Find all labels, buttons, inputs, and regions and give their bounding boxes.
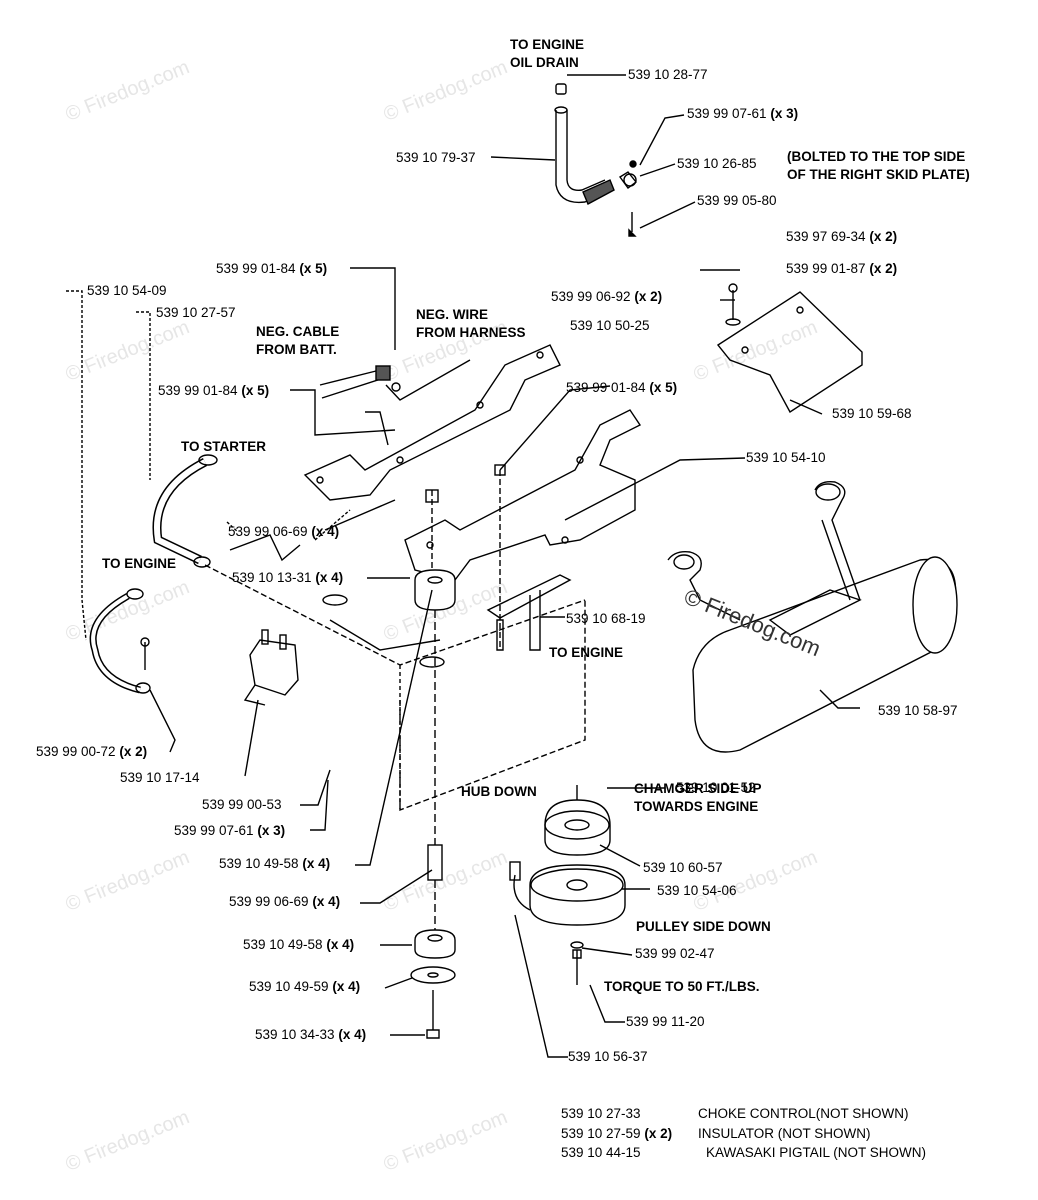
part-label-539-99-07-61: 539 99 07-61 (x 3) [174, 823, 286, 838]
part-label-539-10-50-25: 539 10 50-25 [570, 318, 650, 333]
heat-shield [716, 283, 863, 414]
part-label-539-10-34-33: 539 10 34-33 (x 4) [255, 1027, 367, 1042]
part-label-539-99-06-69: 539 99 06-69 (x 4) [228, 524, 340, 539]
part-label-539-10-49-58: 539 10 49-58 (x 4) [243, 937, 355, 952]
part-label-539-10-58-97: 539 10 58-97 [878, 703, 958, 718]
part-label-539-99-00-53: 539 99 00-53 [202, 797, 282, 812]
pto-clutch-hub [544, 785, 611, 856]
note-oil-drain-2: OIL DRAIN [510, 55, 579, 70]
note-pulley-side-down: PULLEY SIDE DOWN [636, 919, 771, 934]
electric-clutch [509, 861, 626, 926]
part-label-539-99-01-87: 539 99 01-87 (x 2) [786, 261, 898, 276]
part-label-539-10-01-52: 539 10 01-52 [676, 780, 756, 795]
isolator-stack [410, 489, 456, 1039]
part-label-539-10-54-10: 539 10 54-10 [746, 450, 826, 465]
note-chamger-2: TOWARDS ENGINE [634, 799, 759, 814]
part-label-539-10-79-37: 539 10 79-37 [396, 150, 476, 165]
note-hub-down: HUB DOWN [461, 784, 537, 799]
part-label-539-10-26-85: 539 10 26-85 [677, 156, 757, 171]
muffler-bracket [486, 574, 572, 651]
note-oil-drain-1: TO ENGINE [510, 37, 585, 52]
note-bolted-1: (BOLTED TO THE TOP SIDE [787, 149, 966, 164]
part-label-539-99-05-80: 539 99 05-80 [697, 193, 777, 208]
note-neg-cable-2: FROM BATT. [256, 342, 337, 357]
footer-desc: INSULATOR (NOT SHOWN) [698, 1126, 871, 1141]
negative-cable [319, 359, 471, 401]
starter-cable [152, 454, 218, 568]
lower-engine-bracket [404, 409, 642, 581]
note-torque: TORQUE TO 50 FT./LBS. [604, 979, 760, 994]
part-label-539-99-06-69: 539 99 06-69 (x 4) [229, 894, 341, 909]
part-label-539-10-56-37: 539 10 56-37 [568, 1049, 648, 1064]
footer-desc: KAWASAKI PIGTAIL (NOT SHOWN) [706, 1145, 927, 1160]
starter-solenoid [243, 629, 299, 706]
part-label-539-10-60-57: 539 10 60-57 [643, 860, 723, 875]
part-label-539-10-27-57: 539 10 27-57 [156, 305, 236, 320]
part-label-539-97-69-34: 539 97 69-34 (x 2) [786, 229, 898, 244]
note-to-engine-left: TO ENGINE [102, 556, 177, 571]
oil-drain-fitting [618, 160, 637, 237]
note-to-engine-mid: TO ENGINE [549, 645, 624, 660]
muffler [667, 480, 958, 753]
part-label-539-10-28-77: 539 10 28-77 [628, 67, 708, 82]
part-label-539-10-59-68: 539 10 59-68 [832, 406, 912, 421]
part-label-539-10-54-06: 539 10 54-06 [657, 883, 737, 898]
part-label-539-99-01-84: 539 99 01-84 (x 5) [158, 383, 270, 398]
footer-row: 539 10 27-33 [561, 1106, 641, 1121]
engine-ground-cable [89, 588, 151, 694]
note-bolted-2: OF THE RIGHT SKID PLATE) [787, 167, 970, 182]
part-label-539-10-49-59: 539 10 49-59 (x 4) [249, 979, 361, 994]
part-label-539-10-13-31: 539 10 13-31 (x 4) [232, 570, 344, 585]
part-label-539-99-07-61: 539 99 07-61 (x 3) [687, 106, 799, 121]
part-label-539-10-54-09: 539 10 54-09 [87, 283, 167, 298]
note-neg-wire-1: NEG. WIRE [416, 307, 489, 322]
part-label-539-99-01-84: 539 99 01-84 (x 5) [216, 261, 328, 276]
part-label-539-99-01-84: 539 99 01-84 (x 5) [566, 380, 678, 395]
oil-drain-hose [554, 83, 615, 205]
part-label-539-10-49-58: 539 10 49-58 (x 4) [219, 856, 331, 871]
footer-desc: CHOKE CONTROL(NOT SHOWN) [698, 1106, 909, 1121]
footer-row: 539 10 44-15 [561, 1145, 641, 1160]
part-label-539-10-17-14: 539 10 17-14 [120, 770, 200, 785]
part-label-539-99-11-20: 539 99 11-20 [626, 1014, 705, 1029]
part-label-539-99-06-92: 539 99 06-92 (x 2) [551, 289, 663, 304]
note-neg-wire-2: FROM HARNESS [416, 325, 526, 340]
note-to-starter: TO STARTER [181, 439, 267, 454]
part-label-539-10-68-19: 539 10 68-19 [566, 611, 646, 626]
note-neg-cable-1: NEG. CABLE [256, 324, 340, 339]
upper-engine-bracket [303, 344, 561, 501]
footer-row: 539 10 27-59 (x 2) [561, 1126, 673, 1141]
part-label-539-99-02-47: 539 99 02-47 [635, 946, 715, 961]
note-chamger-1: CHAMGER SIDE UP [634, 781, 762, 796]
part-label-539-99-00-72: 539 99 00-72 (x 2) [36, 744, 148, 759]
